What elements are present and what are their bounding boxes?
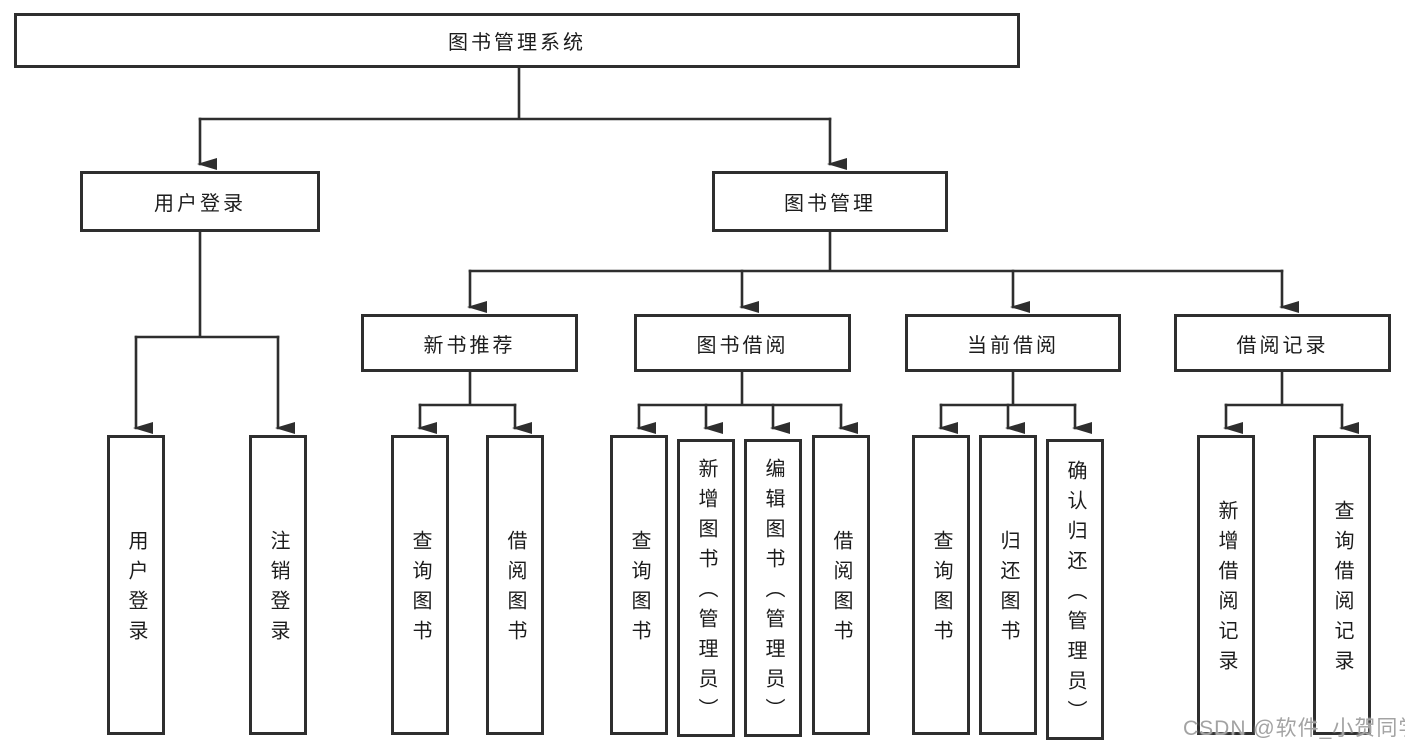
- node-label: 新增借阅记录: [1215, 500, 1237, 680]
- node-logout-action: 注销登录: [249, 435, 307, 735]
- node-label: 归还图书: [997, 530, 1019, 650]
- rail-book-management: [468, 230, 1284, 273]
- node-label: 查询借阅记录: [1331, 500, 1353, 680]
- node-label: 图书管理: [784, 193, 876, 215]
- node-new-book-recommendation: 新书推荐: [361, 314, 578, 372]
- node-query-books-borrow: 查询图书: [610, 435, 668, 735]
- node-edit-books-admin: 编辑图书（管理员）: [744, 439, 802, 737]
- node-borrow-books-recommend: 借阅图书: [486, 435, 544, 735]
- node-book-borrowing: 图书借阅: [634, 314, 851, 372]
- node-label: 查询图书: [628, 530, 650, 650]
- node-label: 确认归还（管理员）: [1064, 459, 1086, 730]
- node-label: 用户登录: [154, 193, 246, 215]
- node-label: 借阅记录: [1236, 334, 1329, 357]
- node-label: 借阅图书: [504, 530, 526, 650]
- node-query-books-recommend: 查询图书: [391, 435, 449, 735]
- node-add-books-admin: 新增图书（管理员）: [677, 439, 735, 737]
- node-book-management: 图书管理: [712, 171, 948, 232]
- node-label: 新增图书（管理员）: [695, 458, 717, 728]
- node-label: 借阅图书: [830, 530, 852, 650]
- node-label: 当前借阅: [967, 334, 1059, 357]
- node-user-login: 用户登录: [80, 171, 320, 232]
- node-label: 图书借阅: [696, 334, 789, 357]
- node-return-books: 归还图书: [979, 435, 1037, 735]
- csdn-watermark: CSDN @软件_小贺同学: [1183, 717, 1405, 740]
- node-label: 查询图书: [409, 530, 431, 650]
- node-current-borrowing: 当前借阅: [905, 314, 1121, 372]
- node-label: 注销登录: [267, 530, 289, 650]
- node-borrowing-records: 借阅记录: [1174, 314, 1391, 372]
- rail-user-login: [134, 230, 280, 339]
- node-label: 用户登录: [125, 530, 147, 650]
- node-query-borrow-record: 查询借阅记录: [1313, 435, 1371, 735]
- rail-book-borrowing: [637, 370, 843, 407]
- node-label: 图书管理系统: [448, 32, 586, 54]
- rail-borrow-records: [1224, 370, 1344, 407]
- rail-new-book: [418, 370, 517, 407]
- node-confirm-return-admin: 确认归还（管理员）: [1046, 439, 1104, 740]
- rail-current-borrowing: [939, 370, 1077, 407]
- node-borrow-books: 借阅图书: [812, 435, 870, 735]
- node-library-management-system: 图书管理系统: [14, 13, 1020, 68]
- node-label: 新书推荐: [423, 334, 516, 357]
- rail-root: [198, 64, 832, 121]
- node-label: 查询图书: [930, 530, 952, 650]
- node-user-login-action: 用户登录: [107, 435, 165, 735]
- node-add-borrow-record: 新增借阅记录: [1197, 435, 1255, 735]
- node-label: 编辑图书（管理员）: [762, 458, 784, 728]
- node-query-books-current: 查询图书: [912, 435, 970, 735]
